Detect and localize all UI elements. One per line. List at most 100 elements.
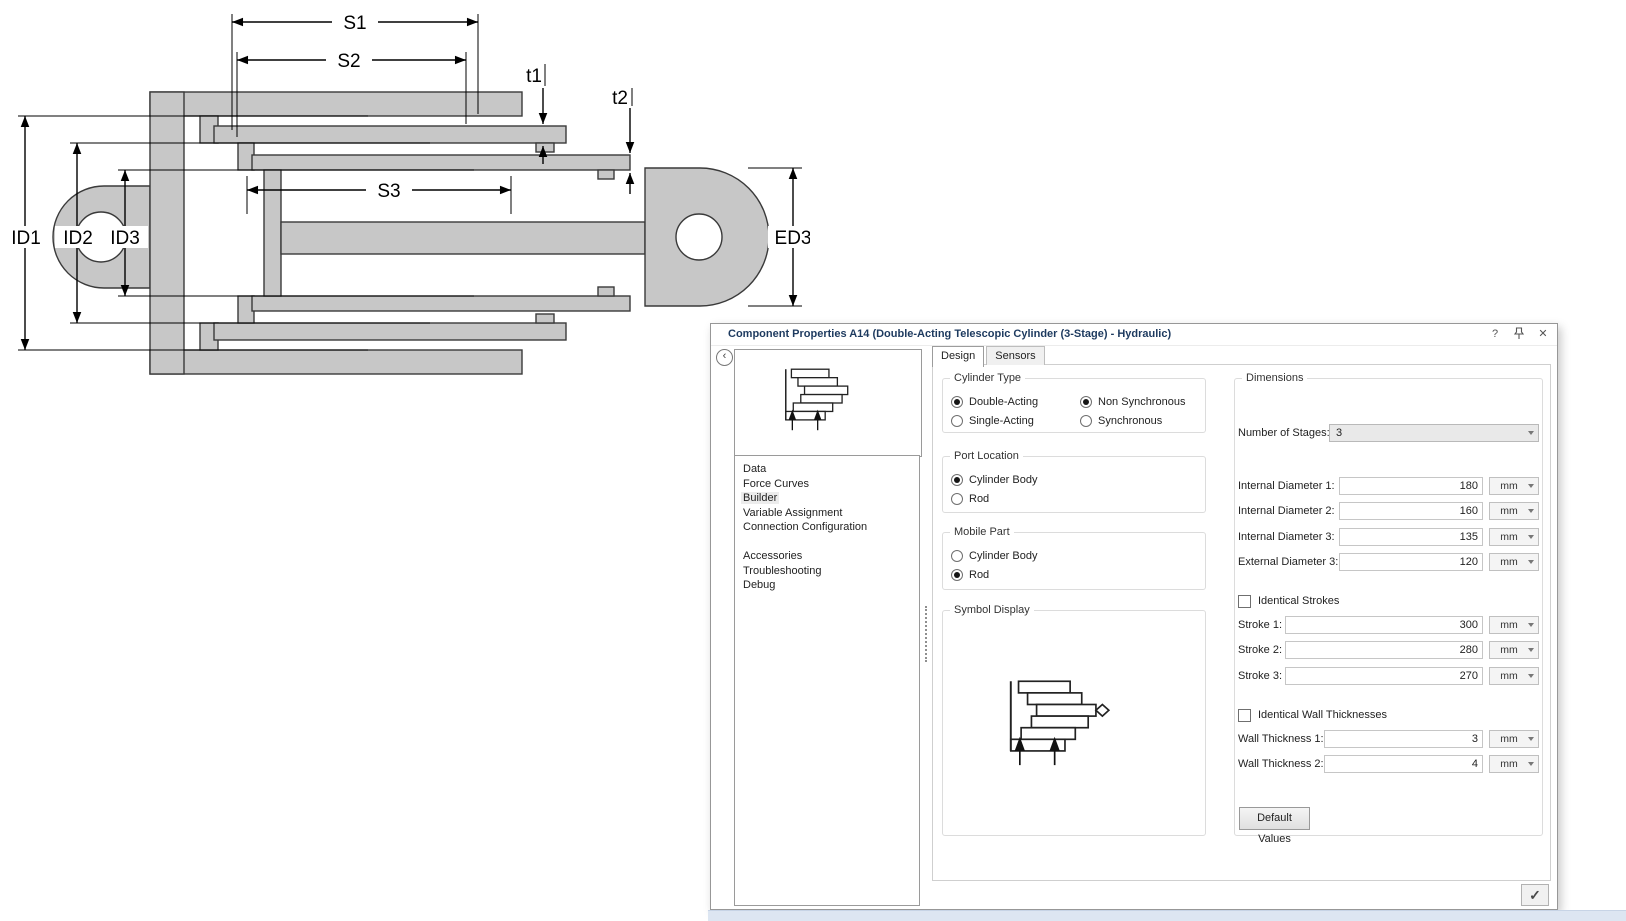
internal-diameter-3-unit-select[interactable]: mm [1489, 528, 1539, 546]
nav-item-force-curves[interactable]: Force Curves [743, 477, 810, 490]
dim-label-t1: t1 [526, 66, 542, 87]
stroke-3-unit-select[interactable]: mm [1489, 667, 1539, 685]
chevron-down-icon [1528, 762, 1534, 766]
radio-double-acting[interactable]: Double-Acting [951, 392, 1080, 411]
collapse-panel-button[interactable]: ‹ [716, 349, 733, 366]
identical-strokes-checkbox[interactable] [1238, 595, 1251, 608]
number-of-stages-select[interactable]: 3 [1329, 424, 1539, 442]
nav-item-accessories[interactable]: Accessories [743, 549, 803, 562]
stroke-3-label: Stroke 3: [1238, 670, 1283, 682]
radio-icon [951, 395, 963, 408]
component-thumbnail [734, 349, 922, 457]
internal-diameter-1-label: Internal Diameter 1: [1238, 480, 1335, 492]
chevron-down-icon [1528, 484, 1534, 488]
identical-strokes-label: Identical Strokes [1258, 595, 1340, 607]
dim-label-id3: ID3 [110, 228, 140, 249]
radio-icon [951, 473, 963, 486]
stroke-1-label: Stroke 1: [1238, 619, 1283, 631]
dim-label-s3: S3 [377, 181, 400, 202]
pin-icon[interactable] [1513, 327, 1525, 341]
design-tab-content: Cylinder Type Double-Acting Non Synchron… [932, 364, 1551, 881]
radio-icon [951, 549, 963, 562]
wall-thickness-2-input[interactable] [1324, 755, 1483, 773]
dim-label-ed3: ED3 [775, 228, 810, 249]
help-icon[interactable]: ? [1491, 328, 1499, 340]
nav-item-data[interactable]: Data [743, 463, 767, 475]
wall-thickness-2-label: Wall Thickness 2: [1238, 758, 1324, 770]
confirm-button[interactable]: ✓ [1521, 884, 1549, 906]
internal-diameter-3-label: Internal Diameter 3: [1238, 531, 1335, 543]
stroke-3-input[interactable] [1285, 667, 1483, 685]
radio-mobile-rod[interactable]: Rod [951, 565, 1205, 584]
wall-thickness-2-unit-select[interactable]: mm [1489, 755, 1539, 773]
nav-item-builder[interactable]: Builder [741, 492, 780, 505]
stroke-2-input[interactable] [1285, 641, 1483, 659]
nav-item-variable-assignment[interactable]: Variable Assignment [743, 506, 843, 519]
internal-diameter-3-input[interactable] [1339, 528, 1483, 546]
internal-diameter-2-input[interactable] [1339, 502, 1483, 520]
tab-sensors[interactable]: Sensors [986, 346, 1045, 365]
component-properties-dialog: Component Properties A14 (Double-Acting … [710, 323, 1558, 910]
radio-mobile-cylinder-body[interactable]: Cylinder Body [951, 546, 1205, 565]
default-values-button[interactable]: Default Values [1239, 807, 1310, 845]
telescopic-symbol-thumbnail [785, 368, 849, 431]
radio-icon [951, 492, 963, 505]
symbol-display-label: Symbol Display [950, 604, 1034, 616]
internal-diameter-1-unit-select[interactable]: mm [1489, 477, 1539, 495]
internal-diameter-2-unit-select[interactable]: mm [1489, 502, 1539, 520]
port-location-group: Port Location Cylinder Body Rod [942, 450, 1206, 513]
nav-item-troubleshooting[interactable]: Troubleshooting [743, 564, 822, 577]
extension-lines [18, 14, 802, 351]
dim-label-s2: S2 [337, 51, 360, 72]
external-diameter-3-unit-select[interactable]: mm [1489, 553, 1539, 571]
nav-item-debug[interactable]: Debug [743, 579, 776, 592]
tab-design[interactable]: Design [932, 346, 985, 367]
dimensions-label: Dimensions [1242, 372, 1308, 384]
cylinder-cross-section-diagram: S1 S2 S3 t1 t2 ID1 ID2 ID3 ED3 [4, 8, 810, 375]
stroke-2-unit-select[interactable]: mm [1489, 641, 1539, 659]
identical-wall-thicknesses-label: Identical Wall Thicknesses [1258, 709, 1387, 721]
symbol-display-group: Symbol Display [942, 604, 1206, 836]
panel-splitter-handle[interactable] [925, 606, 927, 662]
right-eye-hole [675, 213, 723, 261]
dialog-tabs: Design Sensors [932, 346, 1047, 367]
nav-separator [735, 535, 919, 549]
nav-item-connection-configuration[interactable]: Connection Configuration [743, 521, 868, 534]
dimensions-group: Dimensions Number of Stages: 3 Internal … [1234, 372, 1543, 845]
radio-single-acting[interactable]: Single-Acting [951, 411, 1080, 430]
dim-label-s1: S1 [343, 13, 366, 34]
external-diameter-3-input[interactable] [1339, 553, 1483, 571]
chevron-down-icon [1528, 674, 1534, 678]
mobile-part-group: Mobile Part Cylinder Body Rod [942, 526, 1206, 590]
number-of-stages-label: Number of Stages: [1238, 427, 1330, 439]
radio-synchronous[interactable]: Synchronous [1080, 411, 1205, 430]
radio-icon [951, 414, 963, 427]
cylinder-type-group: Cylinder Type Double-Acting Non Synchron… [942, 372, 1206, 433]
mobile-part-label: Mobile Part [950, 526, 1014, 538]
chevron-down-icon [1528, 509, 1534, 513]
stroke-1-input[interactable] [1285, 616, 1483, 634]
stroke-1-unit-select[interactable]: mm [1489, 616, 1539, 634]
chevron-down-icon [1528, 431, 1534, 435]
chevron-down-icon [1528, 535, 1534, 539]
property-pages-list: Data Force Curves Builder Variable Assig… [734, 455, 920, 906]
radio-port-rod[interactable]: Rod [951, 489, 1205, 508]
radio-non-synchronous[interactable]: Non Synchronous [1080, 392, 1205, 411]
chevron-down-icon [1528, 648, 1534, 652]
dim-label-t2: t2 [612, 88, 628, 109]
chevron-down-icon [1528, 560, 1534, 564]
internal-diameter-1-input[interactable] [1339, 477, 1483, 495]
background-window-edge [708, 910, 1626, 921]
label-masks [4, 8, 810, 248]
wall-thickness-1-label: Wall Thickness 1: [1238, 733, 1324, 745]
radio-icon [1080, 414, 1092, 427]
wall-thickness-1-unit-select[interactable]: mm [1489, 730, 1539, 748]
chevron-down-icon [1528, 623, 1534, 627]
wall-thickness-1-input[interactable] [1324, 730, 1483, 748]
dim-label-id2: ID2 [63, 228, 93, 249]
radio-icon [1080, 395, 1092, 408]
stroke-2-label: Stroke 2: [1238, 644, 1283, 656]
close-icon[interactable]: ✕ [1538, 328, 1548, 340]
identical-wall-thicknesses-checkbox[interactable] [1238, 709, 1251, 722]
radio-port-cylinder-body[interactable]: Cylinder Body [951, 470, 1205, 489]
